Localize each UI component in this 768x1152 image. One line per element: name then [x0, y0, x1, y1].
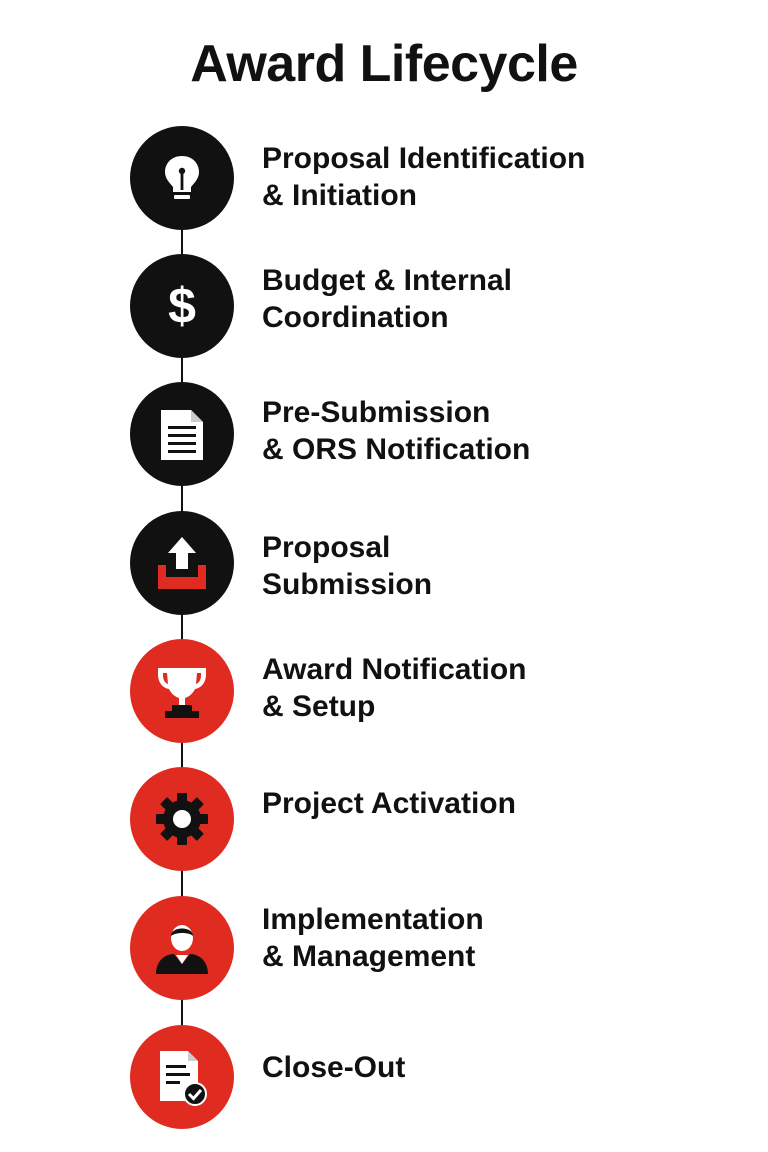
step-circle — [130, 767, 234, 871]
step-label-line: Award Notification — [262, 653, 527, 686]
step-label: Pre-Submission & ORS Notification — [262, 394, 530, 468]
step-label-line: & Management — [262, 940, 476, 973]
step-label-line: Submission — [262, 568, 433, 601]
step-close-out: Close-Out — [0, 1025, 768, 1130]
step-circle — [130, 382, 234, 486]
step-label: Proposal Identification & Initiation — [262, 140, 585, 214]
gear-icon — [156, 793, 208, 845]
step-circle — [130, 126, 234, 230]
step-pre-submission: Pre-Submission & ORS Notification — [0, 382, 768, 487]
step-label-line: Close-Out — [262, 1051, 406, 1084]
step-label-line: Budget & Internal — [262, 264, 513, 297]
step-proposal-submission: Proposal Submission — [0, 511, 768, 616]
trophy-icon — [158, 668, 206, 718]
step-label-line: & Setup — [262, 690, 376, 723]
step-label-line: Pre-Submission — [262, 396, 491, 429]
step-label: Close-Out — [262, 1049, 405, 1086]
step-label-line: Proposal — [262, 531, 391, 564]
step-label: Award Notification & Setup — [262, 651, 526, 725]
step-proposal-identification: Proposal Identification & Initiation — [0, 126, 768, 231]
step-label-line: & ORS Notification — [262, 433, 531, 466]
step-label: Project Activation — [262, 785, 516, 822]
person-icon — [156, 925, 208, 974]
step-label-line: Implementation — [262, 903, 484, 936]
step-label-line: & Initiation — [262, 179, 417, 212]
step-label: Proposal Submission — [262, 529, 432, 603]
step-circle — [130, 896, 234, 1000]
step-award-notification: Award Notification & Setup — [0, 639, 768, 744]
svg-text:$: $ — [168, 278, 196, 334]
timeline-connector — [181, 180, 183, 1080]
dollar-sign-icon: $ — [168, 278, 196, 334]
step-circle — [130, 639, 234, 743]
step-label-line: Proposal Identification — [262, 142, 586, 175]
step-label: Implementation & Management — [262, 901, 484, 975]
document-icon — [161, 410, 203, 460]
document-check-icon — [160, 1051, 207, 1106]
diagram-title: Award Lifecycle — [190, 35, 578, 93]
step-label-line: Project Activation — [262, 787, 516, 820]
step-project-activation: Project Activation — [0, 767, 768, 872]
step-label: Budget & Internal Coordination — [262, 262, 512, 336]
step-implementation: Implementation & Management — [0, 896, 768, 1001]
step-circle — [130, 1025, 234, 1129]
step-circle — [130, 511, 234, 615]
step-circle: $ — [130, 254, 234, 358]
lightbulb-icon — [165, 156, 199, 199]
step-budget-coordination: $ Budget & Internal Coordination — [0, 254, 768, 359]
upload-tray-icon — [158, 537, 206, 589]
step-label-line: Coordination — [262, 301, 449, 334]
